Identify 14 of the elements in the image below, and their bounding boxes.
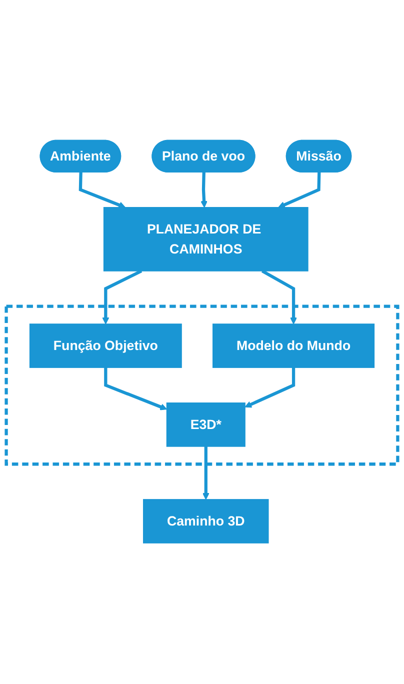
cluster <box>4 305 400 466</box>
node-box: Modelo do Mundo <box>212 324 375 368</box>
node-box: E3D* <box>166 402 246 448</box>
arrow <box>261 270 297 325</box>
arrow <box>104 368 168 411</box>
arrow <box>244 368 296 408</box>
arrow <box>202 446 210 500</box>
arrow <box>278 172 321 208</box>
node-box: Função Objetivo <box>29 324 182 368</box>
arrow <box>200 172 208 208</box>
arrow <box>78 172 126 209</box>
node-box: Caminho 3D <box>143 499 269 544</box>
arrow <box>102 270 142 325</box>
node-box: PLANEJADOR DE CAMINHOS <box>103 207 308 272</box>
